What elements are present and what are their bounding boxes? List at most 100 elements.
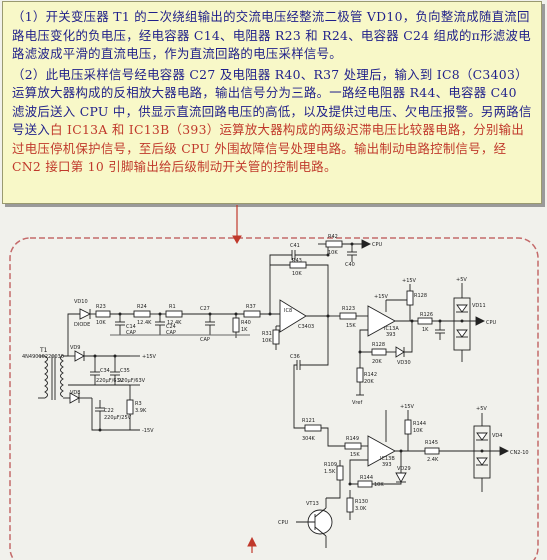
label-c40: C40 [345, 262, 355, 268]
label-ic13av: 393 [386, 332, 396, 338]
label-vt13: VT13 [306, 501, 319, 507]
resistor-r128-pullup [406, 290, 414, 306]
capacitor-c24 [155, 314, 165, 335]
label-r1: R1 [169, 304, 176, 310]
label-c24v: CAP [166, 330, 176, 336]
label-r149: R149 [346, 436, 359, 442]
label-r40v: 1K [241, 327, 248, 333]
resistor-r128 [371, 348, 387, 356]
label-r23: R23 [96, 304, 106, 310]
label-r144: R144 [413, 421, 426, 427]
label-c41: C41 [290, 243, 300, 249]
label-r40: R40 [241, 320, 251, 326]
resistor-r144b [357, 480, 373, 488]
resistor-r42 [325, 240, 343, 248]
label-r37: R37 [246, 304, 256, 310]
transformer-t1 [38, 354, 64, 400]
label-c14v: CAP [126, 330, 136, 336]
transistor-vt13 [296, 488, 341, 548]
label-p5v-b: +5V [476, 406, 487, 412]
label-vd11: VD11 [472, 303, 486, 309]
label-r130: R130 [355, 499, 368, 505]
label-r3: R3 [135, 401, 142, 407]
label-ic13a: IC13A [384, 326, 399, 332]
label-p15v-c: +15V [142, 354, 157, 360]
capacitor-c27 [205, 314, 215, 335]
label-c27: C27 [200, 306, 210, 312]
capacitor-c40 [347, 244, 357, 262]
label-r43v: 10K [292, 271, 302, 277]
label-r128-pullup: R128 [414, 293, 427, 299]
label-r142: R142 [364, 372, 377, 378]
comparator-ic13b [367, 435, 396, 467]
label-p15v-a: +15V [374, 294, 389, 300]
label-vd10: VD10 [74, 299, 88, 305]
capacitor-c39 [435, 321, 445, 340]
label-r145: R145 [425, 440, 438, 446]
resistor-r23 [95, 310, 111, 318]
label-t1-sub: 4N49010220030 [22, 354, 64, 360]
label-r128: R128 [372, 342, 385, 348]
resistor-r130 [346, 490, 354, 520]
label-vd30: VD30 [397, 360, 411, 366]
label-c22v: 220μF/25V [104, 415, 132, 421]
resistor-r126 [417, 317, 433, 325]
note-p2-part-a: （2）此电压采样信号经电容器 C27 及电阻器 R40、R37 处理后，输入到 … [12, 66, 528, 101]
label-c22: C22 [104, 408, 114, 414]
label-r123v: 15K [346, 323, 356, 329]
label-r23v: 10K [96, 320, 106, 326]
arrow-cpu-out [361, 239, 372, 249]
resistor-r145 [424, 447, 440, 455]
label-r149v: 15K [350, 452, 360, 458]
comparator-ic13a [367, 305, 396, 337]
resistor-r37 [243, 310, 261, 318]
opamp-ic8 [279, 299, 307, 333]
diode-vd29 [395, 472, 407, 483]
label-r42v: 10K [328, 250, 338, 256]
label-vd9: VD9 [70, 345, 80, 351]
note-p2-highlight-1: 白 IC13A 和 IC13B（393）运 [50, 122, 233, 137]
label-ic13b: IC13B [380, 456, 395, 462]
label-r109: R109 [324, 462, 337, 468]
capacitor-c36 [296, 360, 301, 370]
label-p15v-d: +15V [400, 404, 415, 410]
label-c34: C34 [100, 368, 110, 374]
label-m15v: -15V [142, 428, 154, 434]
wire-feedback [269, 254, 292, 314]
note-p2-highlight-2: 算放大器构成的两级迟滞电压比较器电路，分别输出过电压停机保护信号，至后级 CPU… [12, 122, 525, 174]
label-cpu-top: CPU [372, 242, 383, 248]
label-p5v-a: +5V [456, 277, 467, 283]
label-r144b: R144 [360, 475, 373, 481]
capacitor-c35 [110, 356, 120, 385]
label-vd8: VD8 [70, 390, 80, 396]
label-r126v: 1K [422, 327, 429, 333]
label-vd29: VD29 [397, 466, 411, 472]
diagram-frame [9, 237, 539, 560]
label-r109v: 1.5K [324, 469, 336, 475]
label-c35: C35 [120, 368, 130, 374]
label-r43: R43 [292, 258, 302, 264]
label-cpu-2: CPU [278, 520, 289, 526]
diode-vd8 [63, 392, 140, 431]
label-c27v: CAP [200, 337, 210, 343]
resistor-r1 [165, 310, 183, 318]
diode-vd10 [79, 308, 92, 320]
label-t1: T1 [39, 347, 48, 354]
label-diode: DIODE [74, 322, 90, 328]
label-r144v: 10K [413, 428, 423, 434]
label-r3v: 3.9K [135, 408, 147, 414]
label-r31: R31 [262, 331, 272, 337]
label-ic8: IC8 [284, 308, 292, 314]
label-r144bv: 10K [374, 482, 384, 488]
label-c14: C14 [126, 324, 136, 330]
resistor-r144 [404, 410, 412, 451]
callout-arrow-bottom [247, 536, 257, 553]
label-r142v: 20K [364, 379, 374, 385]
note-paragraph-2: （2）此电压采样信号经电容器 C27 及电阻器 R40、R37 处理后，输入到 … [12, 66, 533, 177]
callout-arrow-top [232, 205, 242, 245]
wire-secondary [63, 313, 80, 357]
resistor-r149 [344, 442, 362, 450]
label-vref: Vref [352, 400, 362, 406]
label-r42: R42 [328, 234, 338, 240]
